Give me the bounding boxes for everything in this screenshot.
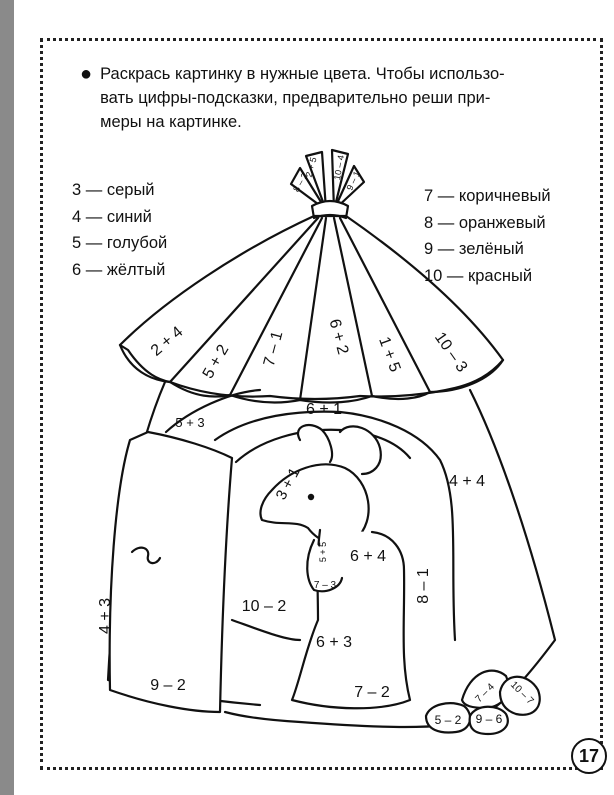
- roof-divider: [228, 216, 324, 397]
- arch-expression: 6 + 1: [306, 401, 342, 418]
- mouse-figure: [259, 423, 412, 710]
- door-handle: [130, 546, 162, 565]
- page-number: 17: [571, 738, 607, 774]
- color-legend-right: 7 — коричневый 8 — оранжевый 9 — зелёный…: [424, 183, 551, 289]
- roof-scallops: [118, 343, 505, 404]
- stones: [424, 669, 541, 736]
- mouse-eye: [307, 493, 315, 501]
- instruction-line: вать цифры-подсказки, предварительно реш…: [100, 89, 491, 107]
- tent-roof: [118, 214, 505, 401]
- stone-expression: 9 – 6: [476, 712, 503, 726]
- roof-divider: [338, 216, 432, 394]
- mouse-expression: 7 – 3: [314, 580, 337, 591]
- color-legend-left: 3 — серый 4 — синий 5 — голубой 6 — жёлт…: [72, 177, 167, 283]
- stripe-expression: 6 + 2: [325, 317, 351, 356]
- floor-expression: 7 – 2: [354, 684, 390, 701]
- interior-expression: 10 – 2: [242, 598, 287, 615]
- door-expression: 4 + 3: [97, 598, 114, 634]
- dotted-frame: [40, 38, 603, 770]
- bullet-icon: ●: [80, 63, 93, 85]
- tent-interior-line: [230, 618, 302, 642]
- legend-item: 7 — коричневый: [424, 187, 551, 205]
- roof-divider: [298, 216, 328, 402]
- mouse-expression: 5 + 5: [318, 542, 328, 562]
- tent-arch: [164, 388, 457, 642]
- stripe-expression: 2 + 4: [148, 323, 187, 359]
- instruction-line: Раскрась картинку в нужные цвета. Чтобы …: [100, 65, 505, 83]
- legend-item: 3 — серый: [72, 181, 155, 199]
- stone-expression: 5 – 2: [435, 713, 462, 727]
- legend-item: 10 — красный: [424, 266, 533, 285]
- tent-expression: 4 + 4: [449, 473, 485, 490]
- legend-item: 4 — синий: [72, 207, 152, 226]
- door-expression: 9 – 2: [150, 677, 186, 694]
- stripe-expression: 1 + 5: [375, 335, 403, 375]
- legend-item: 6 — жёлтый: [72, 260, 166, 279]
- mouse-expression: 6 + 3: [316, 634, 352, 651]
- open-door: [108, 430, 234, 714]
- pennant-flags: [289, 148, 366, 212]
- arch-expression: 5 + 3: [175, 415, 204, 430]
- instruction-line: меры на картинке.: [100, 113, 242, 131]
- roof-divider: [168, 216, 320, 384]
- legend-item: 9 — зелёный: [424, 240, 524, 258]
- legend-item: 5 — голубой: [72, 234, 168, 252]
- roof-divider: [332, 216, 374, 398]
- legend-item: 8 — оранжевый: [424, 213, 546, 232]
- flag-expression: 10 – 4: [332, 154, 346, 180]
- instruction-text: ● Раскрась картинку в нужные цвета. Чтоб…: [80, 62, 586, 134]
- stripe-expression: 10 – 3: [431, 329, 470, 375]
- mouse-expression: 6 + 4: [350, 548, 386, 565]
- stripe-expression: 5 + 2: [200, 342, 233, 382]
- arch-expression: 8 – 1: [415, 568, 432, 604]
- stripe-expression: 7 – 1: [261, 329, 287, 368]
